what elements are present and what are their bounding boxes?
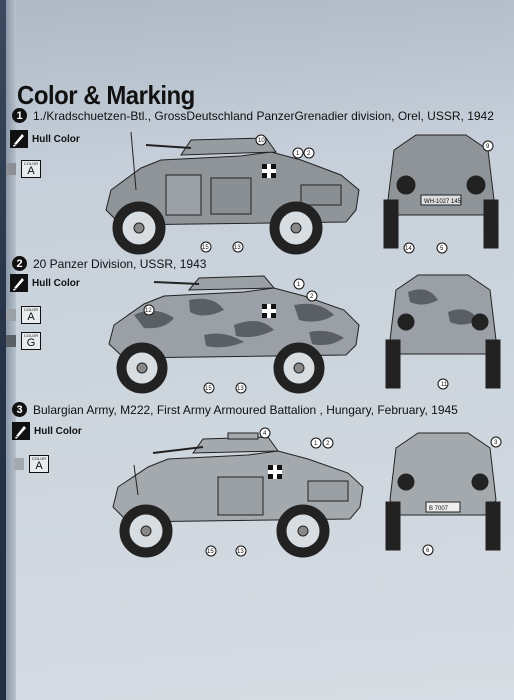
section-2-title: 20 Panzer Division, USSR, 1943	[33, 256, 207, 271]
hull-color-label: Hull Color	[34, 425, 82, 437]
brush-icon	[10, 130, 28, 148]
section-3-header: 3 Bulargian Army, M222, First Army Armou…	[12, 402, 458, 417]
color-chip: COLOR A	[29, 455, 49, 473]
section-2-hull-color: Hull Color	[10, 274, 80, 292]
svg-text:2: 2	[326, 441, 330, 447]
svg-text:5: 5	[440, 246, 444, 252]
svg-text:6: 6	[426, 548, 430, 554]
color-swatch	[14, 458, 24, 470]
callout-markers: 4 1 2 15 13	[205, 427, 334, 557]
svg-text:12: 12	[145, 308, 152, 314]
hull-color-label: Hull Color	[32, 277, 80, 289]
sheet-edge-shadow	[6, 0, 16, 700]
svg-text:2: 2	[307, 151, 311, 157]
vehicle-1-side-view: 10 1 2 15 13	[105, 131, 360, 255]
color-swatch	[6, 309, 16, 321]
section-2-number: 2	[12, 256, 27, 271]
svg-text:4: 4	[263, 431, 267, 437]
svg-text:11: 11	[441, 382, 448, 388]
vehicle-3-side-view: 4 1 2 15 13	[112, 427, 364, 558]
rear-plate: B 7007	[429, 506, 449, 512]
section-2-header: 2 20 Panzer Division, USSR, 1943	[12, 256, 206, 271]
svg-text:1: 1	[314, 441, 318, 447]
svg-text:1: 1	[296, 151, 300, 157]
section-1-color-a: COLOR A	[6, 160, 41, 178]
svg-text:9: 9	[486, 144, 490, 150]
vehicle-3-rear-view: B 7007 3 6	[385, 432, 502, 556]
svg-text:13: 13	[237, 549, 244, 555]
instruction-sheet: Color & Marking 1 1./Kradschuetzen-Btl.,…	[6, 0, 514, 700]
section-2-color-a: COLOR A	[6, 306, 41, 324]
brush-icon	[10, 274, 28, 292]
callout-markers: 1 2 12 15 13	[143, 278, 318, 394]
balkenkreuz-marking	[262, 164, 276, 178]
svg-text:2: 2	[310, 294, 314, 300]
section-2-color-g: COLOR G	[6, 332, 41, 350]
rear-plate: WH-1027 145	[424, 199, 462, 205]
color-chip: COLOR A	[21, 160, 41, 178]
color-chip: COLOR A	[21, 306, 41, 324]
brush-icon	[12, 422, 30, 440]
svg-text:14: 14	[405, 246, 412, 252]
balkenkreuz-marking	[268, 465, 282, 479]
balkenkreuz-marking	[262, 304, 276, 318]
color-swatch	[6, 335, 16, 347]
section-3-number: 3	[12, 402, 27, 417]
svg-text:3: 3	[494, 440, 498, 446]
section-3-color-a: COLOR A	[14, 455, 49, 473]
section-3-hull-color: Hull Color	[12, 422, 82, 440]
vehicle-2-side-view: 1 2 12 15 13	[108, 275, 360, 394]
section-3-title: Bulargian Army, M222, First Army Armoure…	[33, 402, 458, 417]
section-1-title: 1./Kradschuetzen-Btl., GrossDeutschland …	[33, 108, 494, 123]
svg-text:15: 15	[205, 386, 212, 392]
color-swatch	[6, 163, 16, 175]
section-1-hull-color: Hull Color	[10, 130, 80, 148]
svg-text:13: 13	[237, 386, 244, 392]
vehicle-1-rear-view: WH-1027 145 9 14 5	[383, 134, 499, 254]
hull-color-label: Hull Color	[32, 133, 80, 145]
callout-markers: 10 1 2 15 13	[200, 134, 315, 253]
vehicle-2-rear-view: 11	[385, 274, 501, 390]
svg-text:10: 10	[258, 138, 265, 144]
section-1-header: 1 1./Kradschuetzen-Btl., GrossDeutschlan…	[12, 108, 494, 123]
svg-text:13: 13	[234, 245, 241, 251]
svg-text:15: 15	[207, 549, 214, 555]
color-chip: COLOR G	[21, 332, 41, 350]
page-title: Color & Marking	[17, 80, 195, 110]
svg-text:15: 15	[202, 245, 209, 251]
section-1-number: 1	[12, 108, 27, 123]
svg-text:1: 1	[297, 282, 301, 288]
